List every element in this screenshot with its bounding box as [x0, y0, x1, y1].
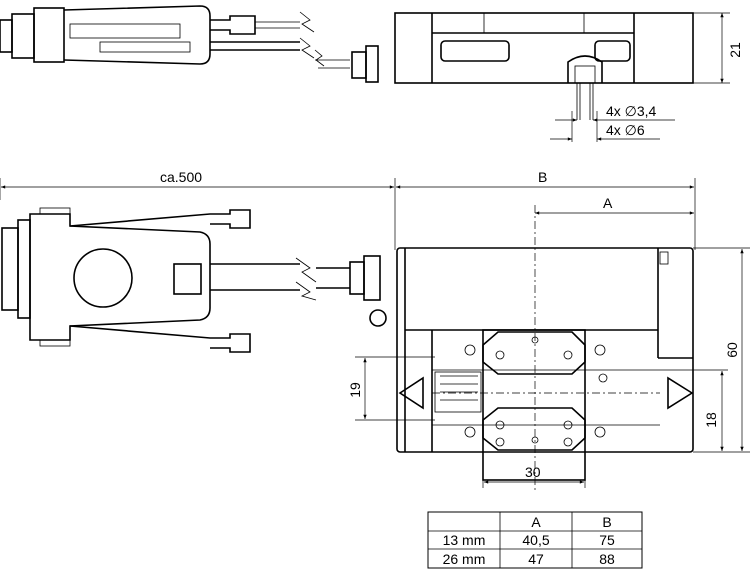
table-cell: 26 mm — [443, 551, 486, 567]
table-cell: 47 — [528, 551, 544, 567]
dim-a: A — [603, 195, 613, 211]
body-dimensions: 60 19 18 30 — [347, 247, 750, 488]
table-cell: 40,5 — [522, 532, 549, 548]
dim-height-21: 21 — [727, 42, 743, 58]
table-cell: 88 — [599, 551, 615, 567]
dim-cable-length: ca.500 — [160, 169, 202, 185]
dim-depth-60: 60 — [724, 342, 740, 358]
dim-b: B — [538, 169, 547, 185]
table-header-a: A — [531, 514, 541, 530]
table-cell: 75 — [599, 532, 615, 548]
connector-top-view — [1, 207, 387, 353]
carriage — [482, 329, 586, 481]
table-cell: 13 mm — [443, 532, 486, 548]
overall-dimensions: ca.500 B A — [0, 169, 696, 490]
dimension-table: A B 13 mm 40,5 75 26 mm 47 88 — [427, 511, 643, 569]
dim-carriage-30: 30 — [525, 464, 541, 480]
dim-offset-18: 18 — [703, 412, 719, 428]
dim-offset-19: 19 — [347, 382, 363, 398]
table-header-b: B — [602, 514, 611, 530]
slide-body-top-view — [396, 247, 694, 453]
dim-hole-large: 4x ∅6 — [606, 122, 645, 138]
body-side-view: 21 4x ∅3,4 4x ∅6 — [314, 12, 743, 142]
dim-hole-small: 4x ∅3,4 — [606, 103, 657, 119]
connector-side-view — [0, 5, 315, 65]
